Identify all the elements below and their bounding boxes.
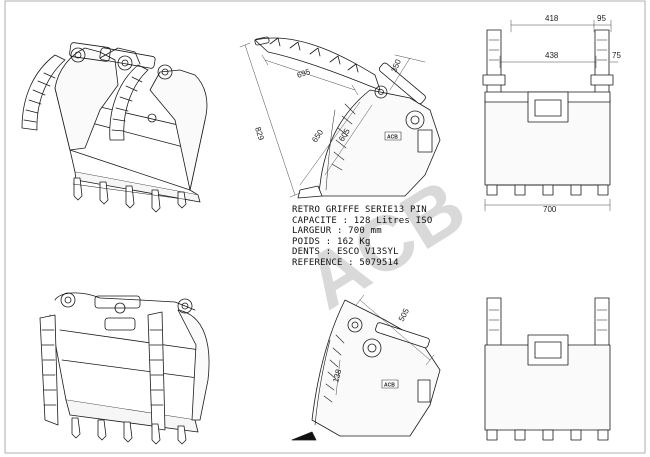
side-view-bottom: 505 138 xyxy=(291,294,441,441)
dim-438: 438 xyxy=(545,51,559,60)
spec-reference: REFERENCE : 5079514 xyxy=(292,257,399,268)
dim-350: 350 xyxy=(390,57,404,73)
spec-title: RETRO GRIFFE SERIE13 PIN xyxy=(292,205,427,215)
spec-capacity: CAPACITE : 128 Litres ISO xyxy=(292,215,433,226)
front-view-bottom xyxy=(484,297,611,441)
sheet-border xyxy=(4,0,646,454)
logo-badge-top: ACB xyxy=(387,135,398,141)
dim-418: 418 xyxy=(545,14,559,23)
iso-view-top xyxy=(21,42,208,213)
logo-badge-bottom: ACB xyxy=(384,383,395,389)
spec-weight: POIDS : 162 Kg xyxy=(292,236,371,247)
dim-75: 75 xyxy=(612,51,621,60)
front-view-top: 418 95 438 75 700 xyxy=(482,14,621,214)
side-view-top: 695 350 829 650 605 xyxy=(239,36,441,199)
dim-700: 700 xyxy=(543,205,557,214)
dim-95: 95 xyxy=(597,14,606,23)
spec-block: RETRO GRIFFE SERIE13 PIN CAPACITE : 128 … xyxy=(292,205,432,269)
dim-650: 650 xyxy=(310,128,325,145)
spec-width: LARGEUR : 700 mm xyxy=(292,226,382,237)
iso-view-bottom xyxy=(39,292,210,445)
dim-505: 505 xyxy=(397,306,411,322)
dim-695: 695 xyxy=(296,67,312,80)
dim-829: 829 xyxy=(253,126,266,142)
dim-138: 138 xyxy=(331,368,343,384)
spec-teeth: DENTS : ESCO V13SYL xyxy=(292,247,399,258)
